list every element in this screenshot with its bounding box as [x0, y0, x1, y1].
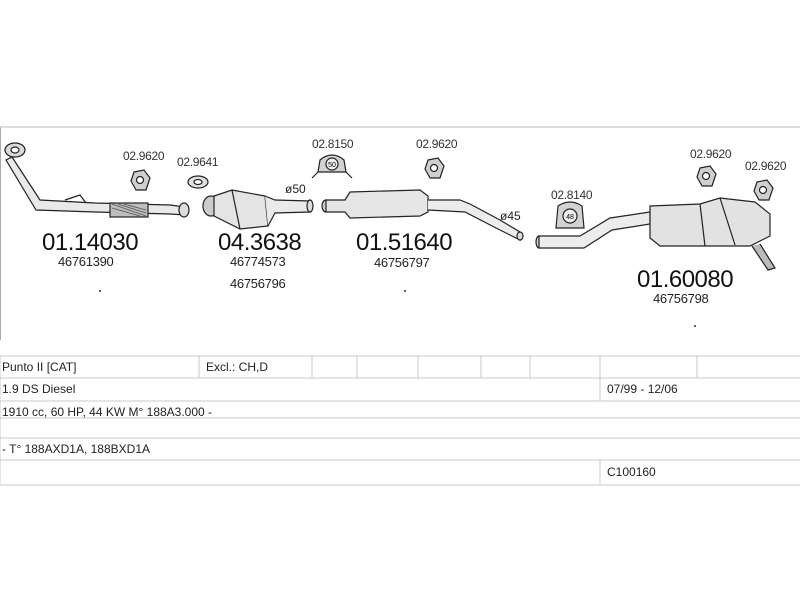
code-cell: C100160: [607, 465, 656, 479]
part-1-dot: [99, 290, 101, 292]
part-2-oem-1: 46774573: [230, 254, 286, 269]
fitting-5-hanger: [555, 201, 585, 229]
front-pipe-shape: [4, 142, 190, 218]
fitting-4-gasket: [424, 157, 445, 179]
part-1-oem: 46761390: [58, 254, 114, 269]
exhaust-drawing: 50 48: [0, 126, 800, 340]
part-4-oem: 46756798: [653, 291, 709, 306]
fitting-6-label: 02.9620: [690, 147, 732, 161]
model-cell: Punto II [CAT]: [2, 360, 77, 374]
types-cell: - T° 188AXD1A, 188BXD1A: [2, 442, 150, 456]
exhaust-system-diagram: 50 48: [0, 126, 800, 340]
center-pipe-shape: [321, 189, 524, 241]
fitting-5-mark: 48: [566, 214, 574, 221]
fitting-3-label: 02.8150: [312, 137, 354, 151]
excl-cell: Excl.: CH,D: [206, 360, 269, 374]
fitting-3-mark: 50: [328, 162, 336, 169]
fitting-7-label: 02.9620: [745, 159, 787, 173]
part-1-number: 01.14030: [42, 229, 139, 256]
part-2-oem-2: 46756796: [230, 276, 286, 291]
spec-cell: 1910 cc, 60 HP, 44 KW M° 188A3.000 -: [2, 405, 213, 419]
fitting-2-gasket: [187, 175, 209, 189]
part-4-number: 01.60080: [637, 266, 734, 293]
part-4-dot: [694, 325, 696, 327]
engine-cell: 1.9 DS Diesel: [2, 382, 76, 396]
fitting-1-gasket: [130, 169, 151, 191]
part-3-dot: [404, 290, 406, 292]
fitting-5-label: 02.8140: [551, 188, 593, 202]
fitting-2-label: 02.9641: [177, 155, 219, 169]
part-3-oem: 46756797: [374, 255, 430, 270]
diameter-label-1: ø50: [285, 182, 306, 196]
fitting-7-gasket: [753, 179, 774, 201]
diameter-label-2: ø45: [500, 209, 521, 223]
fitting-1-label: 02.9620: [123, 149, 165, 163]
fitting-4-label: 02.9620: [416, 137, 458, 151]
period-cell: 07/99 - 12/06: [607, 382, 678, 396]
part-2-number: 04.3638: [218, 229, 302, 256]
catalytic-converter-shape: [202, 189, 314, 230]
rear-muffler-shape: [535, 197, 776, 271]
part-3-number: 01.51640: [356, 229, 453, 256]
fitting-3-hanger: [311, 154, 353, 179]
fitting-6-gasket: [696, 165, 717, 187]
